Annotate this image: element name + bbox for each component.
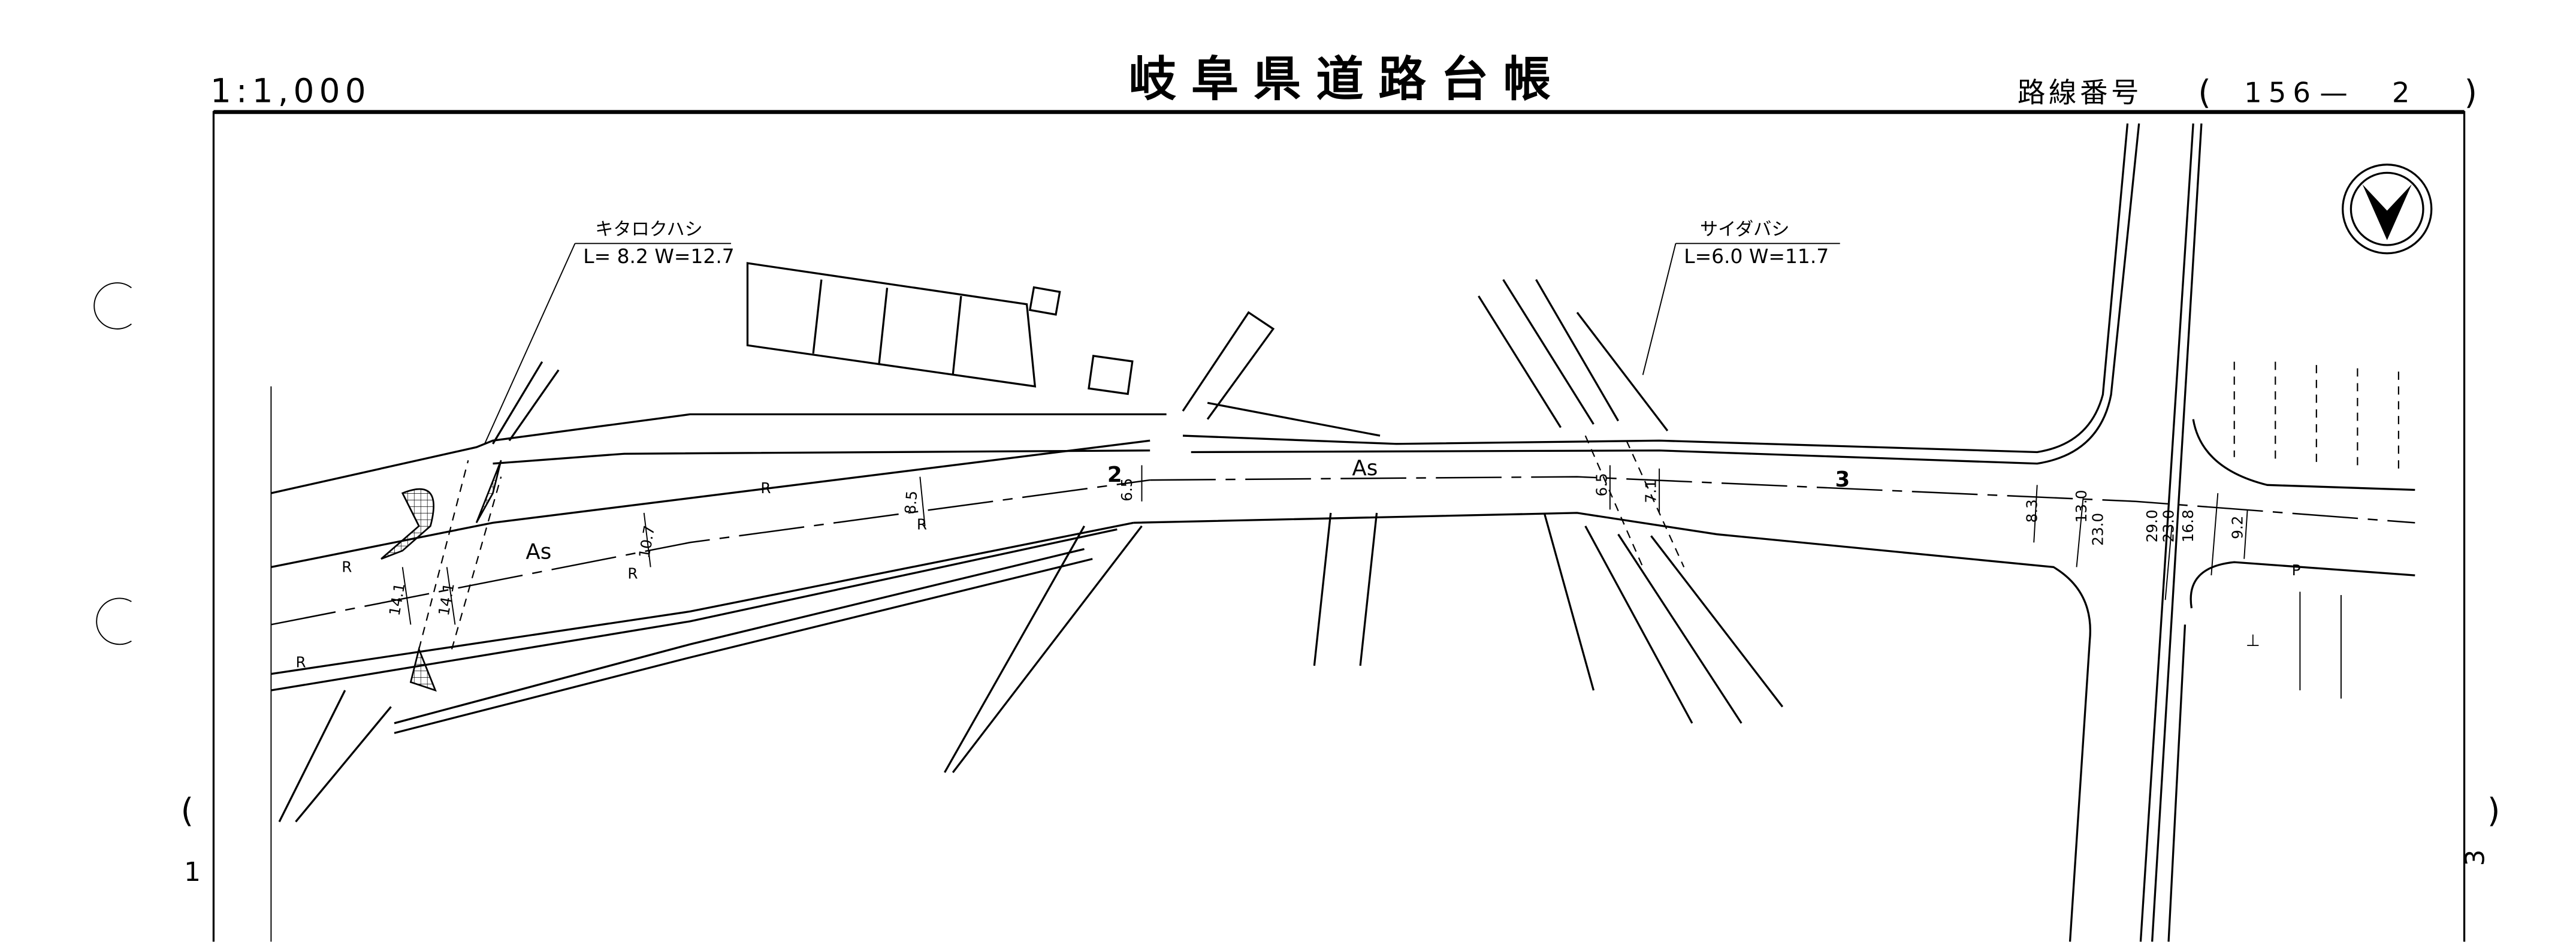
svg-text:8.5: 8.5 — [901, 490, 920, 515]
svg-text:6.5: 6.5 — [1118, 478, 1136, 502]
svg-text:14.1: 14.1 — [435, 582, 458, 617]
svg-text:L= 8.2 W=12.7: L= 8.2 W=12.7 — [583, 244, 734, 268]
retaining-wall-mark: R — [917, 515, 927, 533]
svg-text:23.0: 23.0 — [2160, 509, 2177, 542]
svg-text:—: — — [2320, 76, 2348, 108]
north-arrow-icon — [2342, 164, 2433, 255]
route-number: 路線番号 ( 156 — 2 ) — [2018, 73, 2477, 111]
bridge-label-kitaroku: キタロクハシ L= 8.2 W=12.7 — [484, 219, 735, 445]
building — [1028, 286, 1061, 316]
dimension-labels: 14.1 14.1 10.7 8.5 6.5 6.5 7.1 8.3 13.0 … — [386, 465, 2248, 625]
svg-text:2: 2 — [2392, 76, 2410, 108]
station-label: 3 — [1835, 467, 1850, 492]
svg-text:L=6.0 W=11.7: L=6.0 W=11.7 — [1684, 244, 1829, 268]
svg-text:23.0: 23.0 — [2089, 513, 2106, 546]
svg-text:6.5: 6.5 — [1593, 473, 1610, 496]
parking-mark: P — [2292, 561, 2301, 579]
punch-hole — [96, 597, 132, 645]
sheet-title: 岐阜県道路台帳 — [1129, 52, 1566, 107]
station-label: 2 — [1107, 463, 1122, 487]
retaining-wall-mark: R — [627, 565, 638, 582]
bench-mark: ⊥ — [2246, 632, 2260, 650]
left-margin-paren: ( — [181, 791, 194, 829]
svg-text:156: 156 — [2244, 76, 2317, 108]
svg-text:(: ( — [2198, 73, 2210, 111]
svg-text:キタロクハシ: キタロクハシ — [595, 219, 702, 240]
surface-label: As — [1352, 456, 1378, 481]
bridge-label-saida: サイダバシ L=6.0 W=11.7 — [1642, 219, 1840, 375]
retaining-wall-mark: R — [296, 654, 306, 671]
svg-text:16.8: 16.8 — [2179, 509, 2197, 542]
building — [746, 262, 1037, 388]
svg-text:10.7: 10.7 — [635, 524, 658, 560]
svg-text:路線番号: 路線番号 — [2018, 76, 2142, 108]
left-page-number: 1 — [184, 857, 201, 887]
main-road — [270, 123, 2415, 942]
building — [1088, 355, 1134, 395]
svg-text:9.2: 9.2 — [2228, 516, 2246, 539]
retaining-wall-mark: R — [760, 479, 771, 497]
surface-label: As — [526, 540, 551, 564]
svg-text:29.0: 29.0 — [2143, 509, 2161, 542]
punch-hole — [93, 282, 132, 330]
svg-text:7.1: 7.1 — [1642, 479, 1660, 503]
svg-text:): ) — [2465, 73, 2477, 111]
scale-label: 1:1,000 — [210, 71, 371, 110]
svg-text:サイダバシ: サイダバシ — [1700, 219, 1790, 240]
right-page-number: 3 — [2460, 849, 2490, 866]
svg-text:8.3: 8.3 — [2024, 499, 2041, 523]
right-margin-paren: ) — [2487, 791, 2500, 829]
retaining-wall-mark: R — [342, 558, 352, 576]
